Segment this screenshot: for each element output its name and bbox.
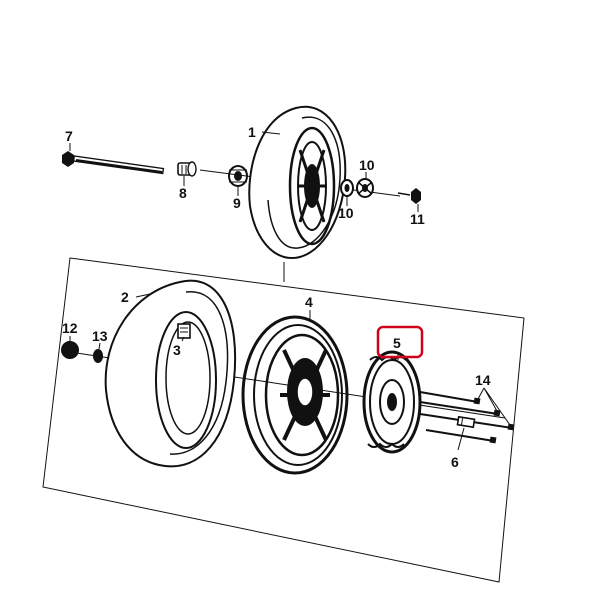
spacer-collar-icon[interactable] (177, 161, 197, 177)
callout-9[interactable]: 9 (233, 195, 241, 211)
callout-5[interactable]: 5 (393, 335, 401, 351)
disc-bushing-icon[interactable] (456, 415, 476, 429)
callout-11[interactable]: 10 (359, 157, 375, 173)
wheel-rim-icon[interactable] (241, 315, 349, 475)
lower-bearing-icon[interactable] (93, 349, 103, 363)
callout-10-upper[interactable]: 10 (338, 205, 354, 221)
bearing-right-icon[interactable] (340, 179, 354, 197)
bearing-left-icon[interactable] (228, 165, 248, 187)
highlight-box (376, 325, 424, 359)
tire-valve-icon[interactable] (177, 323, 191, 339)
callout-7[interactable]: 7 (65, 128, 73, 144)
brake-disc-icon[interactable] (362, 350, 422, 454)
axle-bolt-icon[interactable] (62, 151, 165, 175)
disc-bolts-icon[interactable] (419, 391, 515, 444)
callout-12[interactable]: 11 (410, 211, 425, 227)
callout-4[interactable]: 4 (305, 294, 313, 310)
callout-10-lower[interactable]: 13 (92, 328, 108, 344)
tire-icon[interactable] (104, 279, 237, 468)
callout-2[interactable]: 2 (121, 289, 129, 305)
callout-3[interactable]: 3 (173, 342, 181, 358)
speedometer-gear-icon[interactable] (356, 178, 374, 198)
lower-axle-nut-icon[interactable] (61, 341, 79, 359)
callout-6[interactable]: 6 (451, 454, 459, 470)
assembly-panel-outline (42, 257, 525, 583)
axle-nut-icon[interactable] (397, 188, 421, 204)
upper-wheel-assembly-icon[interactable] (248, 105, 347, 260)
callout-14[interactable]: 14 (475, 372, 491, 388)
callout-8[interactable]: 8 (179, 185, 187, 201)
callout-1[interactable]: 1 (248, 124, 256, 140)
callout-13[interactable]: 12 (62, 320, 78, 336)
